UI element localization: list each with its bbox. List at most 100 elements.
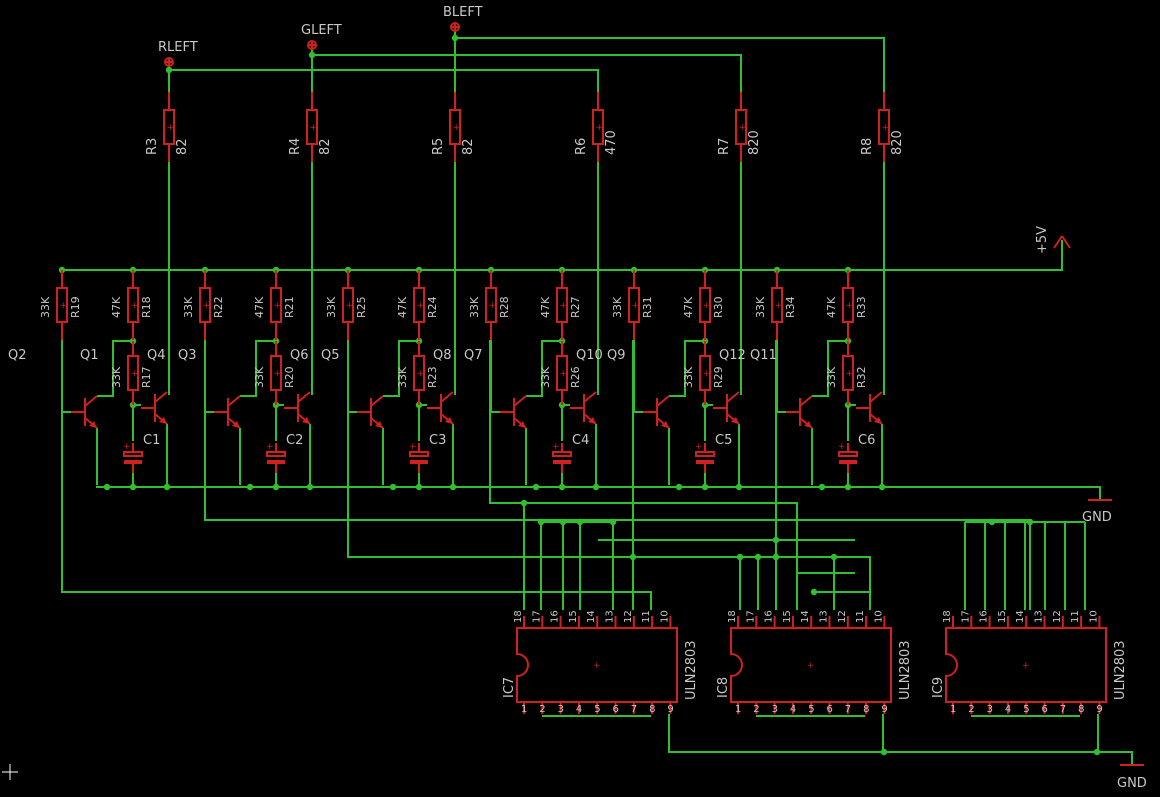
junction-dot <box>1026 518 1034 526</box>
resistor-r24-plus: + <box>417 301 425 311</box>
resistor-r5-plus: + <box>453 123 461 133</box>
ic-pin-number: 3 <box>772 704 778 715</box>
wire <box>490 340 500 413</box>
ic-pin-number: 5 <box>1023 704 1029 715</box>
resistor-r30-plus: + <box>703 301 711 311</box>
capacitor-c4-polarity: + <box>552 442 560 452</box>
resistor-label-r27: R27 <box>569 296 582 318</box>
resistor-value-r28: 33K <box>468 296 481 318</box>
junction-dot <box>754 553 762 561</box>
resistor-value-r5: 82 <box>461 138 476 155</box>
components: +++++++++++++++++++++++++++++++++ <box>2 22 1144 780</box>
junction-dot <box>451 34 459 42</box>
junction-dot <box>772 553 780 561</box>
resistor-r21-plus: + <box>274 301 282 311</box>
gnd-line-lower <box>668 714 1133 765</box>
transistor-q6-collector <box>297 391 311 403</box>
capacitor-c3-polarity: + <box>409 442 417 452</box>
ic-pin-number: 4 <box>790 704 796 715</box>
resistor-value-r26: 33K <box>539 366 552 388</box>
wire <box>776 340 786 413</box>
ic-pin-number: 14 <box>586 610 597 623</box>
ic-pin-number: 11 <box>855 610 866 623</box>
ic-pin-number: 6 <box>1042 704 1048 715</box>
wire <box>669 340 705 397</box>
signal-route <box>61 340 652 610</box>
resistor-r29-plus: + <box>703 369 711 379</box>
junction-dot <box>559 518 567 526</box>
resistor-label-r6: R6 <box>574 138 589 155</box>
resistor-value-r23: 33K <box>396 366 409 388</box>
resistor-label-r26: R26 <box>569 366 582 388</box>
wire <box>383 340 419 397</box>
junction-dot <box>1093 748 1101 756</box>
resistor-label-r20: R20 <box>283 366 296 388</box>
transistor-label-q6: Q6 <box>290 348 309 363</box>
ic-pin-number: 13 <box>1034 610 1045 623</box>
resistor-r22-plus: + <box>203 301 211 311</box>
ic-pin-number: 17 <box>531 610 542 623</box>
ic-pin-number: 8 <box>1078 704 1084 715</box>
ic-pin-number: 2 <box>968 704 974 715</box>
ic-center-mark: + <box>593 661 601 671</box>
resistor-label-r29: R29 <box>712 366 725 388</box>
resistor-label-r33: R33 <box>855 296 868 318</box>
resistor-value-r6: 470 <box>604 130 619 155</box>
ic-label-ic7: IC7 <box>502 677 517 698</box>
gnd-line-upper <box>96 486 1101 500</box>
capacitor-c1-polarity: + <box>123 442 131 452</box>
resistor-r25-plus: + <box>346 301 354 311</box>
resistor-r7-plus: + <box>739 123 747 133</box>
junction-dot <box>609 518 617 526</box>
ic-pin-number: 9 <box>667 704 673 715</box>
junction-dot <box>830 553 838 561</box>
ic-pin-number: 10 <box>873 610 884 623</box>
transistor-label-q11: Q11 <box>750 348 777 363</box>
transistor-q4-arrow <box>159 417 167 424</box>
wires <box>58 31 1133 765</box>
net-label-gnd-lower: GND <box>1117 776 1147 791</box>
capacitor-c6-polarity: + <box>838 442 846 452</box>
ic-pin-number: 4 <box>576 704 582 715</box>
resistor-r32-plus: + <box>846 369 854 379</box>
resistor-label-r4: R4 <box>288 138 303 155</box>
ic-pin-number: 18 <box>513 610 524 623</box>
transistor-q8-collector <box>440 391 454 403</box>
ic-pin-number: 8 <box>863 704 869 715</box>
ic-pin-number: 10 <box>659 610 670 623</box>
capacitor-c5-plate2 <box>696 460 714 464</box>
rleft-bus <box>169 69 599 92</box>
ic-center-mark: + <box>807 661 815 671</box>
capacitor-c1-plate2 <box>124 460 142 464</box>
ic-pin-number: 18 <box>942 610 953 623</box>
transistor-label-q1: Q1 <box>80 348 99 363</box>
resistor-label-r23: R23 <box>426 366 439 388</box>
resistor-value-r18: 47K <box>110 296 123 318</box>
resistor-value-r3: 82 <box>175 138 190 155</box>
ic-pin-number: 15 <box>568 610 579 623</box>
ic-part-ic7: ULN2803 <box>684 640 699 700</box>
ic-pin-number: 16 <box>979 610 990 623</box>
resistor-value-r24: 47K <box>396 296 409 318</box>
resistor-r17-plus: + <box>131 369 139 379</box>
ic-pin-number: 18 <box>727 610 738 623</box>
ic-part-ic9: ULN2803 <box>1113 640 1128 700</box>
ic-pin-number: 2 <box>539 704 545 715</box>
resistor-value-r32: 33K <box>825 366 838 388</box>
ic-pin-number: 12 <box>1052 610 1063 623</box>
capacitor-c5-polarity: + <box>695 442 703 452</box>
wire <box>240 340 276 397</box>
ic-center-mark: + <box>1022 661 1030 671</box>
junction-dot <box>629 553 637 561</box>
wire <box>633 340 643 413</box>
transistor-q2-collector <box>84 395 98 407</box>
ic-pin-number: 11 <box>641 610 652 623</box>
resistor-label-r31: R31 <box>641 296 654 318</box>
net-label-rleft: RLEFT <box>158 40 198 55</box>
ic-pin-number: 16 <box>550 610 561 623</box>
transistor-q8-arrow <box>445 417 453 424</box>
capacitor-c6-plate2 <box>839 460 857 464</box>
gleft-bus <box>312 54 742 92</box>
resistor-value-r25: 33K <box>325 296 338 318</box>
